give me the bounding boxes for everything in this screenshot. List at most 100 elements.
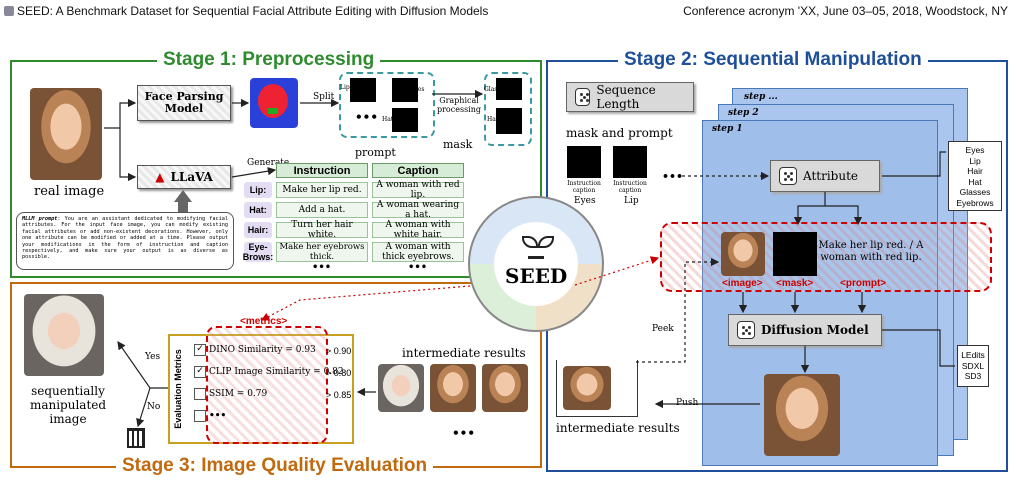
stage3-intermediate-label: intermediate results bbox=[402, 346, 526, 360]
mask-lip bbox=[350, 78, 376, 102]
yes-label: Yes bbox=[145, 352, 161, 362]
table-header-caption: Caption bbox=[372, 163, 464, 178]
table-ellipsis: ••• bbox=[408, 262, 428, 273]
intermediate-thumb bbox=[378, 364, 424, 412]
llava-icon: ▲ bbox=[155, 170, 165, 184]
step-label-n: step ... bbox=[744, 92, 778, 102]
intermediate-image bbox=[563, 366, 611, 410]
edit-prompt-text: Make her lip red. / A woman with red lip… bbox=[818, 240, 924, 263]
output-image bbox=[764, 374, 840, 456]
thumb-eyes bbox=[567, 146, 601, 178]
table-cell-caption: A woman wearing a hat. bbox=[372, 200, 464, 220]
checkbox-empty-icon bbox=[194, 388, 206, 400]
step-label-2: step 2 bbox=[728, 108, 759, 118]
trash-icon bbox=[127, 428, 145, 448]
thumb-label-eyes: Eyes bbox=[574, 196, 596, 206]
table-cell-instruction: Add a hat. bbox=[276, 202, 368, 218]
checkbox-empty-icon bbox=[194, 410, 206, 422]
push-label: Push bbox=[676, 398, 699, 408]
real-image-label: real image bbox=[34, 184, 105, 199]
metric-row-more: ••• bbox=[194, 410, 226, 422]
thumb-caption: Instruction caption bbox=[567, 180, 601, 194]
table-ellipsis: ••• bbox=[312, 262, 332, 273]
prompt-label: prompt bbox=[355, 146, 396, 159]
table-cell-caption: A woman with white hair. bbox=[372, 220, 464, 240]
tag-image: <image> bbox=[722, 278, 763, 289]
paper-header-conference: Conference acronym 'XX, June 03–05, 2018… bbox=[683, 4, 1008, 18]
mllm-prompt-box: MLLM prompt: You are an assistant dedica… bbox=[16, 212, 234, 270]
metrics-region bbox=[206, 326, 328, 444]
sequential-label: sequentially manipulated image bbox=[29, 384, 107, 426]
table-row-label: Lip: bbox=[244, 182, 272, 198]
table-row-label: Hair: bbox=[244, 222, 272, 238]
table-cell-caption: A woman with thick eyebrows. bbox=[372, 242, 464, 262]
seed-label: SEED bbox=[505, 264, 568, 288]
metric-row: ✓CLIP Image Similarity = 0.82 bbox=[194, 366, 344, 378]
intermediate-thumb bbox=[482, 364, 528, 412]
edit-mask bbox=[773, 232, 817, 276]
stage3-title: Stage 3: Image Quality Evaluation bbox=[116, 455, 434, 477]
paper-header-title: SEED: A Benchmark Dataset for Sequential… bbox=[4, 4, 488, 18]
up-arrow-icon bbox=[174, 190, 192, 202]
table-row-label: Hat: bbox=[244, 202, 272, 218]
split-label: Split bbox=[313, 92, 335, 102]
check-icon: ✓ bbox=[194, 366, 206, 378]
mask-hat bbox=[392, 108, 418, 132]
mask-group-2 bbox=[484, 72, 532, 146]
intermediate-ellipsis: ••• bbox=[452, 426, 476, 440]
dice-icon bbox=[779, 167, 797, 185]
sequence-length-box: Sequence Length bbox=[566, 82, 694, 112]
mask-label-hat: Hat bbox=[382, 116, 394, 123]
metric-row: SSIM = 0.79 bbox=[194, 388, 267, 400]
parsing-map bbox=[250, 78, 298, 128]
thumb-caption: Instruction caption bbox=[613, 180, 647, 194]
sequential-image bbox=[24, 294, 104, 376]
stage1-title: Stage 1: Preprocessing bbox=[157, 49, 381, 71]
peek-label: Peek bbox=[652, 324, 674, 334]
mask-label-eyes: Eyes bbox=[410, 86, 425, 93]
seed-inner bbox=[494, 222, 578, 306]
mask-eyes bbox=[392, 78, 418, 102]
stage2-intermediate-label: intermediate results bbox=[556, 421, 680, 435]
metric-threshold: > 0.85 bbox=[326, 390, 352, 400]
llava-box: ▲LLaVA bbox=[137, 165, 231, 189]
thumb-label-lip: Lip bbox=[624, 196, 639, 206]
stage2-title: Stage 2: Sequential Manipulation bbox=[618, 49, 928, 71]
metric-row: ✓DINO Similarity = 0.93 bbox=[194, 344, 316, 356]
generate-label: Generate bbox=[247, 158, 290, 168]
dice-icon bbox=[737, 321, 755, 339]
dice-icon bbox=[575, 88, 591, 106]
intermediate-box bbox=[556, 360, 638, 417]
metrics-tag: <metrics> bbox=[240, 316, 288, 327]
no-label: No bbox=[147, 402, 161, 412]
seed-sprout-icon bbox=[522, 236, 554, 259]
step-label-1: step 1 bbox=[712, 124, 743, 134]
tag-prompt: <prompt> bbox=[840, 278, 887, 289]
mask-label-glasses: Glasses bbox=[484, 86, 508, 93]
metric-threshold: > 0.80 bbox=[326, 368, 352, 378]
check-icon: ✓ bbox=[194, 344, 206, 356]
diffusion-model-box: Diffusion Model bbox=[728, 314, 882, 346]
table-cell-instruction: Make her lip red. bbox=[276, 182, 368, 198]
logo-icon bbox=[4, 6, 14, 16]
mask-prompt-label: mask and prompt bbox=[566, 126, 673, 140]
mask-label-lip: Lip bbox=[340, 84, 350, 91]
mask-label: mask bbox=[443, 138, 473, 151]
mask-label-hat2: Hat bbox=[487, 116, 499, 123]
edit-input-region bbox=[660, 222, 992, 292]
table-header-instruction: Instruction bbox=[276, 163, 368, 178]
thumb-lip bbox=[613, 146, 647, 178]
mask-ellipsis: ••• bbox=[355, 110, 379, 124]
up-arrow-shaft bbox=[178, 202, 188, 212]
mask-hat-2 bbox=[496, 108, 522, 134]
table-cell-caption: A woman with red lip. bbox=[372, 180, 464, 200]
table-cell-instruction: Turn her hair white. bbox=[276, 220, 368, 240]
mask-group-1 bbox=[339, 72, 435, 138]
table-row-label: Eye-Brows: bbox=[242, 242, 274, 262]
real-image bbox=[30, 88, 102, 180]
table-cell-instruction: Make her eyebrows thick. bbox=[276, 242, 368, 262]
thumb-ellipsis: ••• bbox=[662, 170, 684, 183]
